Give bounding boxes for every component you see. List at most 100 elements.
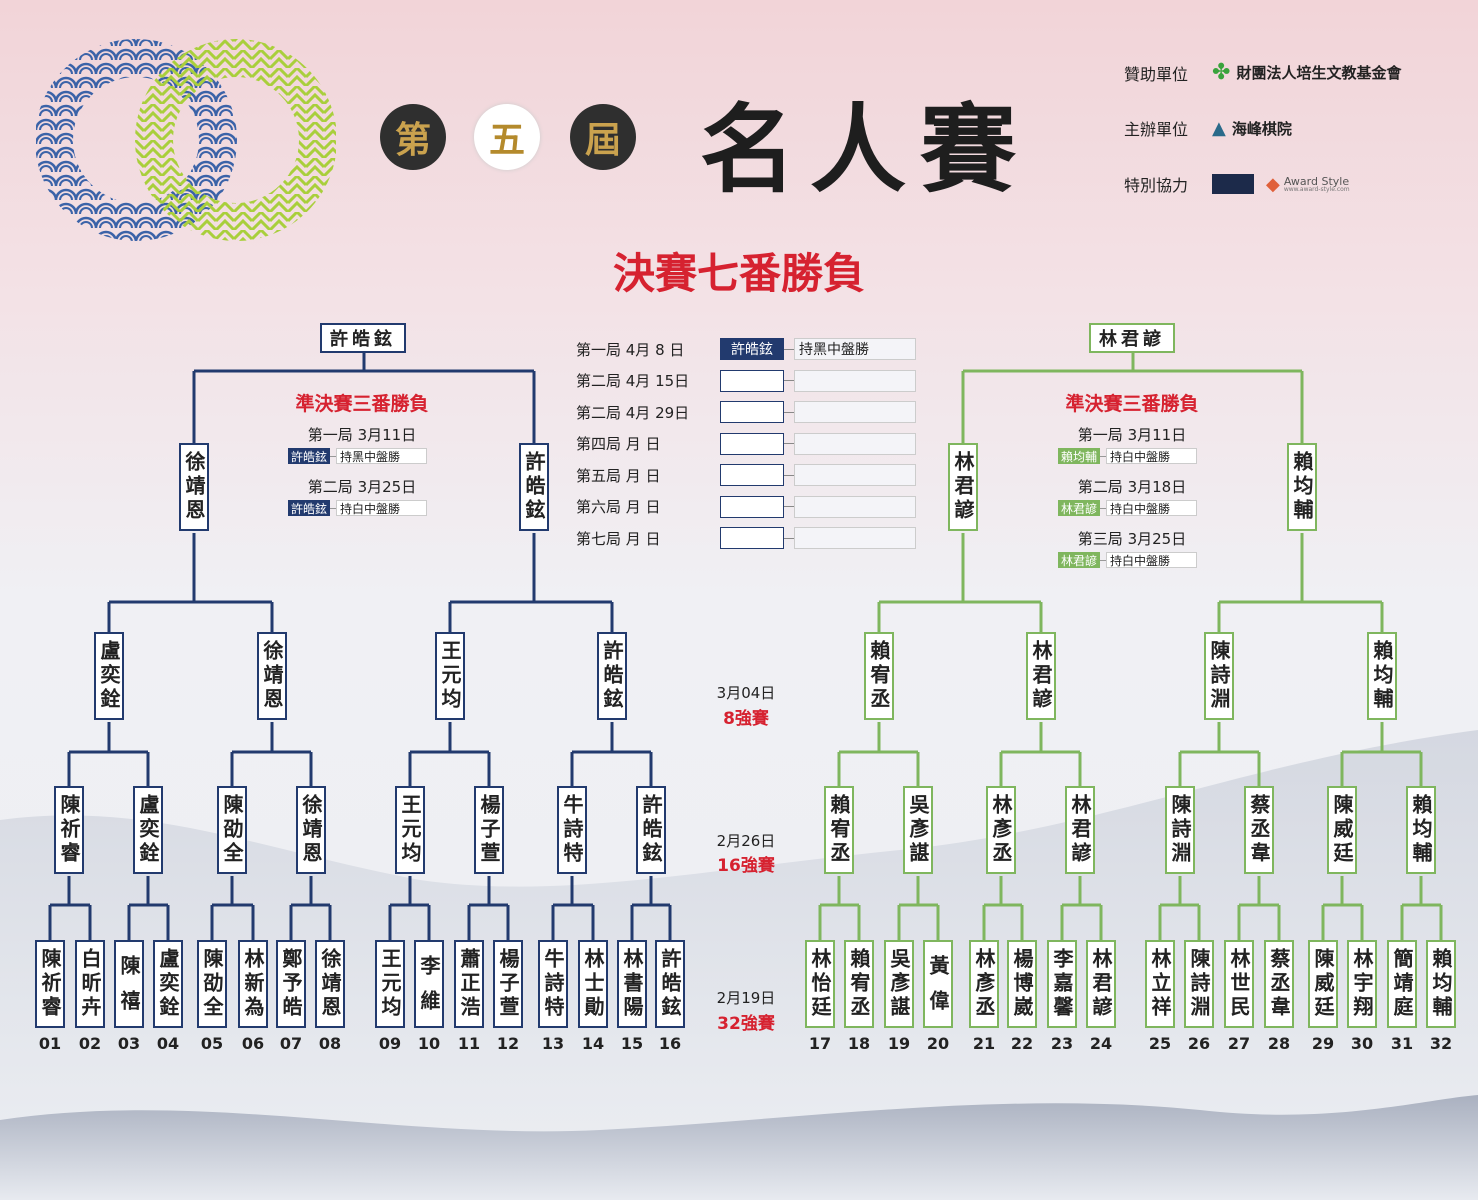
final-game-row: 第二局 4月 15日 [576, 369, 916, 392]
final-game-result [794, 464, 916, 486]
semifinal-game-label: 第一局 3月11日 [1077, 426, 1187, 444]
semifinal-left-title: 準決賽三番勝負 [295, 393, 429, 415]
semifinal-game-result-row: 林君諺持白中盤勝 [1058, 500, 1198, 516]
final-game-winner [720, 464, 784, 486]
finalist-right: 林君諺 [1089, 323, 1175, 353]
r16-player: 楊子萱 [474, 786, 504, 874]
final-game-result [794, 527, 916, 549]
r8-player: 陳詩淵 [1204, 632, 1234, 720]
semifinal-game-label: 第二局 3月18日 [1077, 478, 1187, 496]
final-game-winner: 許皓鉉 [720, 338, 784, 360]
final-game-winner [720, 495, 784, 518]
seed-number: 16 [658, 1034, 682, 1053]
award-style-logo-icon: ◆ [1266, 173, 1280, 195]
r32-player: 賴宥丞 [844, 940, 874, 1028]
semifinalist: 徐靖恩 [179, 443, 209, 531]
r16-player: 林君諺 [1065, 786, 1095, 874]
final-game-label: 第二局 4月 15日 [576, 372, 690, 390]
semifinal-game-winner: 賴均輔 [1058, 448, 1101, 464]
r8-player: 王元均 [435, 632, 465, 720]
final-game-winner [720, 369, 784, 392]
r32-player: 楊子萱 [493, 940, 523, 1028]
r32-player: 林君諺 [1086, 940, 1116, 1028]
r16-player: 徐靖恩 [296, 786, 326, 874]
r32-player: 盧奕銓 [153, 940, 183, 1028]
r16-player: 陳祈睿 [54, 786, 84, 874]
r32-player: 白昕卉 [75, 940, 105, 1028]
r16-player: 吳彥諶 [903, 786, 933, 874]
seed-number: 31 [1390, 1034, 1414, 1053]
seed-number: 04 [156, 1034, 180, 1053]
final-game-row: 第六局 月 日 [576, 495, 916, 518]
seed-number: 01 [38, 1034, 62, 1053]
r16-player: 陳詩淵 [1165, 786, 1195, 874]
seed-number: 17 [808, 1034, 832, 1053]
seed-number: 06 [241, 1034, 265, 1053]
final-game-label: 第二局 4月 29日 [576, 403, 690, 422]
connector-dash [1100, 455, 1107, 457]
seed-number: 19 [887, 1034, 911, 1053]
seed-number: 03 [117, 1034, 141, 1053]
semifinalist: 林君諺 [948, 443, 978, 531]
final-game-row: 第四局 月 日 [576, 432, 916, 455]
final-game-row: 第七局 月 日 [576, 527, 916, 549]
edition-circle-1: 第 [380, 104, 446, 170]
r32-player: 林書陽 [617, 940, 647, 1028]
final-game-label: 第四局 月 日 [576, 435, 661, 453]
seed-number: 10 [417, 1034, 441, 1053]
connector-dash [784, 474, 794, 476]
r8-player: 賴宥丞 [864, 632, 894, 720]
finalist-left: 許皓鉉 [320, 323, 406, 353]
r32-player: 陳祈睿 [35, 940, 65, 1028]
r32-player: 陳 禧 [114, 940, 144, 1028]
r8-player: 盧奕銓 [94, 632, 124, 720]
seed-number: 30 [1350, 1034, 1374, 1053]
r16-player: 許皓鉉 [636, 786, 666, 874]
seed-number: 21 [972, 1034, 996, 1053]
sponsor-row: 贊助單位 ✤財團法人培生文教基金會 [1124, 60, 1402, 85]
seed-number: 09 [378, 1034, 402, 1053]
semifinal-game-winner: 林君諺 [1058, 500, 1101, 516]
seed-number: 32 [1429, 1034, 1453, 1053]
seed-number: 23 [1050, 1034, 1074, 1053]
semifinal-game-label: 第一局 3月11日 [307, 426, 417, 444]
final-game-result [794, 369, 916, 392]
semifinal-game-winner: 林君諺 [1058, 552, 1101, 568]
mountain-icon: ▲ [1212, 117, 1226, 139]
edition-circle-3: 屆 [570, 104, 636, 170]
semifinal-game-result-row: 許皓鉉持白中盤勝 [288, 500, 428, 516]
r16-player: 牛詩特 [557, 786, 587, 874]
connector-dash [330, 455, 337, 457]
r32-player: 賴均輔 [1426, 940, 1456, 1028]
r32-player: 鄭予皓 [276, 940, 306, 1028]
semifinal-game-result-row: 許皓鉉持黑中盤勝 [288, 448, 428, 464]
r32-player: 李 維 [414, 940, 444, 1028]
semifinal-right-title: 準決賽三番勝負 [1065, 393, 1199, 415]
seed-number: 12 [496, 1034, 520, 1053]
r16-player: 陳威廷 [1327, 786, 1357, 874]
seed-number: 25 [1148, 1034, 1172, 1053]
r32-player: 林士勛 [578, 940, 608, 1028]
r32-player: 陳威廷 [1308, 940, 1338, 1028]
r8-player: 賴均輔 [1367, 632, 1397, 720]
connector-dash [784, 537, 794, 539]
seed-number: 18 [847, 1034, 871, 1053]
seed-number: 28 [1267, 1034, 1291, 1053]
r32-player: 李嘉馨 [1047, 940, 1077, 1028]
r32-player: 許皓鉉 [655, 940, 685, 1028]
r32-player: 林立祥 [1145, 940, 1175, 1028]
r32-player: 陳劭全 [197, 940, 227, 1028]
final-game-result [794, 432, 916, 455]
semifinal-game-winner: 許皓鉉 [288, 448, 331, 464]
semifinalist: 許皓鉉 [519, 443, 549, 531]
final-title: 決賽七番勝負 [612, 249, 865, 298]
edition-circle-2: 五 [474, 104, 540, 170]
final-game-winner [720, 401, 784, 423]
connector-dash [1100, 507, 1107, 509]
final-game-row: 第二局 4月 29日 [576, 401, 916, 423]
connector-dash [784, 348, 794, 350]
semifinal-game-winner: 許皓鉉 [288, 500, 331, 516]
r8-player: 林君諺 [1026, 632, 1056, 720]
final-game-result [794, 401, 916, 423]
r32-player: 牛詩特 [538, 940, 568, 1028]
